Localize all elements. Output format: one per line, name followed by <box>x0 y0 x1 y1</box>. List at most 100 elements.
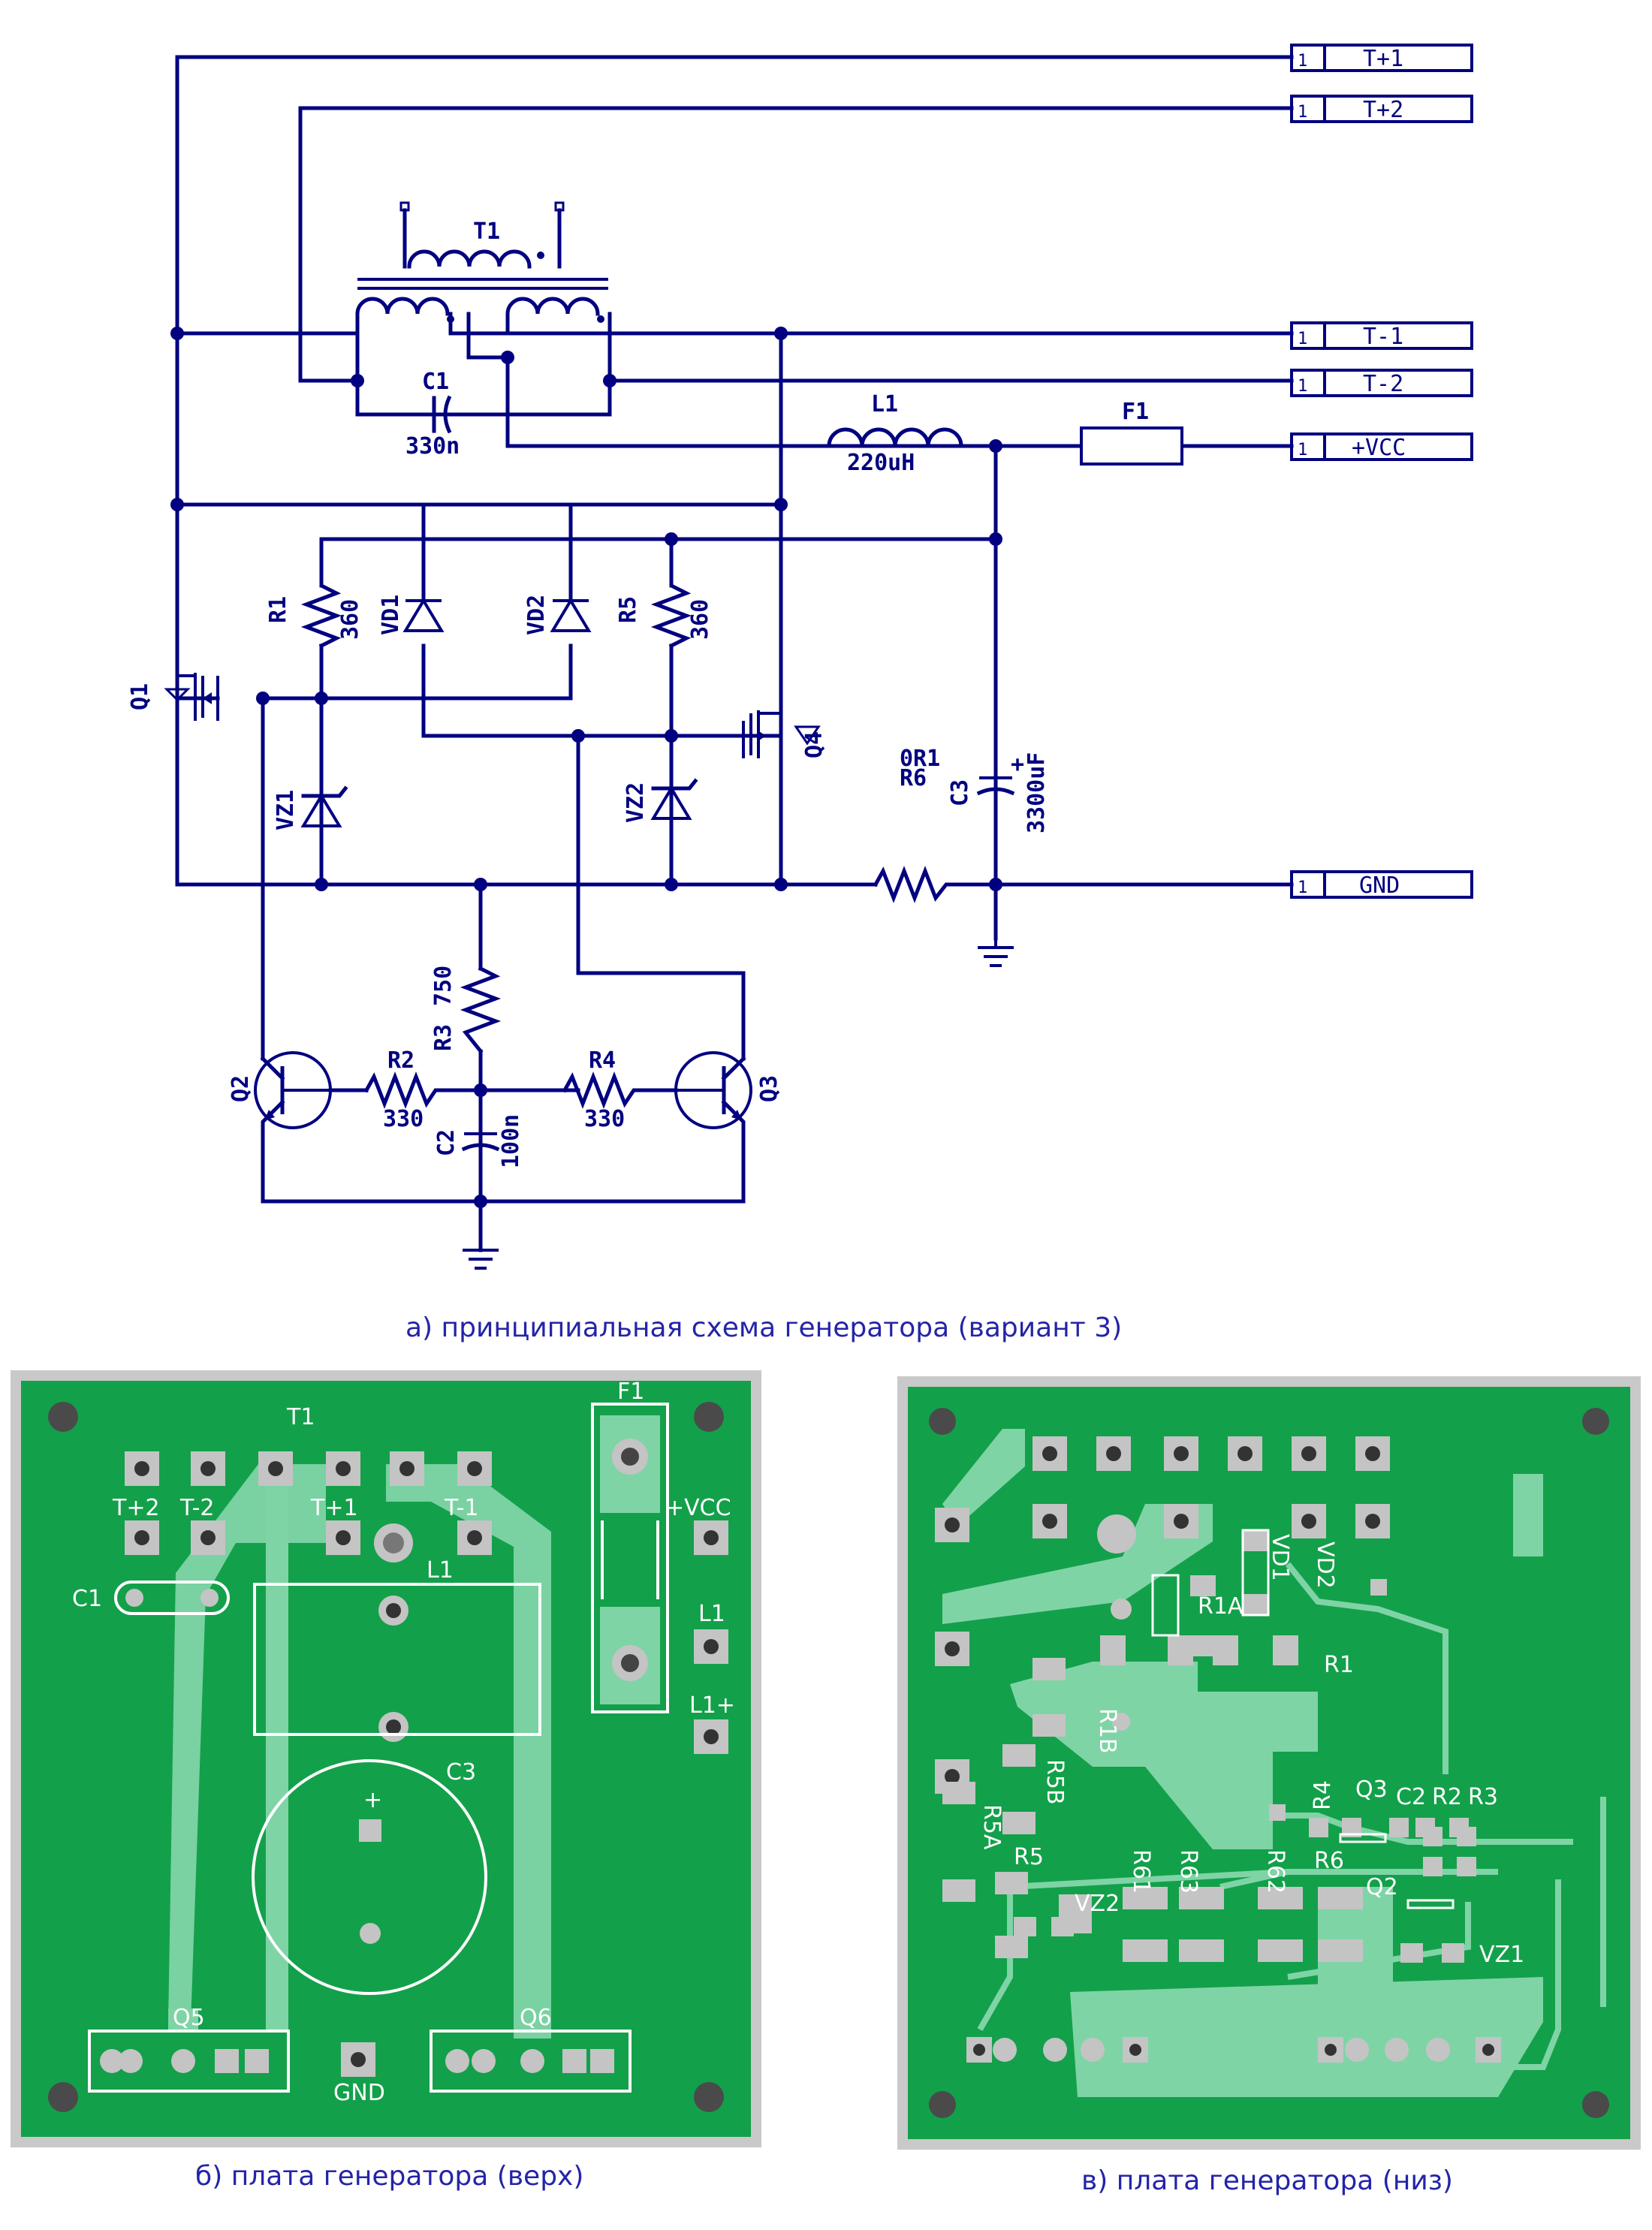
r5-label: R5 <box>1014 1844 1044 1870</box>
l1-ref: L1 <box>871 391 898 417</box>
connector-pin: 1 <box>1298 878 1307 897</box>
vz1-ref: VZ1 <box>273 790 299 830</box>
l1-label: L1 <box>427 1557 454 1584</box>
vcc-label: +VCC <box>665 1495 731 1521</box>
zener-vz1: VZ1 <box>273 785 348 830</box>
connector-net-label: +VCC <box>1352 435 1406 461</box>
c3-footprint <box>252 1759 487 1995</box>
r4-value: 330 <box>584 1106 625 1132</box>
r4-ref: R4 <box>589 1047 616 1074</box>
connector-t-plus-2: 1 T+2 <box>1290 95 1473 123</box>
q5-footprint <box>88 2030 290 2093</box>
r6-label: R6 <box>1314 1848 1344 1874</box>
pcb-bottom-smd-parts <box>942 1529 1476 1963</box>
fuse-f1: F1 <box>1080 399 1183 466</box>
q6-label: Q6 <box>520 2005 552 2031</box>
connector-net-label: GND <box>1359 872 1400 899</box>
vd1-label: VD1 <box>1267 1534 1293 1581</box>
r2-ref: R2 <box>387 1047 415 1074</box>
c3-value: 3300uF <box>1023 752 1050 833</box>
c3-ref: C3 <box>947 779 973 806</box>
connector-pin: 1 <box>1298 52 1307 71</box>
r5b-label: R5B <box>1042 1759 1068 1805</box>
resistor-r6: 0R1 R6 <box>873 746 956 903</box>
c2-value: 100n <box>498 1114 524 1168</box>
schematic-junctions <box>170 327 1002 1208</box>
q4-ref: Q4 <box>801 731 828 758</box>
r62-label: R62 <box>1262 1849 1289 1894</box>
capacitor-c3: + C3 3300uF <box>947 734 1050 833</box>
resistor-r5: R5 360 <box>615 537 713 649</box>
pcb-bottom-header-pads <box>966 2037 1501 2063</box>
mounting-holes <box>929 1408 1609 2118</box>
c3-plus-label: + <box>363 1787 382 1813</box>
r61-label: R61 <box>1128 1849 1154 1894</box>
f1-footprint <box>591 1403 669 1713</box>
transistor-q2: Q2 <box>228 1051 332 1159</box>
pcb-top-pads <box>125 1451 728 2077</box>
vd1-ref: VD1 <box>378 595 404 635</box>
vz2-ref: VZ2 <box>623 782 649 823</box>
vz1-label: VZ1 <box>1479 1942 1524 1968</box>
r1-value: 360 <box>337 599 363 640</box>
l1-value: 220uH <box>847 450 915 476</box>
schematic-wires <box>175 55 1294 1252</box>
pcb-top-view: T1 F1 T+2 T-2 T+1 T-1 +VCC C1 L1 L1 L1+ … <box>11 1370 761 2147</box>
q2-ref: Q2 <box>228 1075 254 1102</box>
connector-t-minus-2: 1 T-2 <box>1290 369 1473 397</box>
inductor-l1: L1 220uH <box>505 391 963 476</box>
q6-footprint <box>430 2030 632 2093</box>
r3-ref: R3 <box>430 1024 457 1051</box>
q3-label: Q3 <box>1355 1776 1388 1803</box>
connector-net-label: T+2 <box>1363 97 1403 123</box>
r3-label: R3 <box>1468 1784 1498 1810</box>
connector-net-label: T-2 <box>1363 371 1403 397</box>
r5-value: 360 <box>687 599 713 640</box>
pcb-bottom-caption: в) плата генератора (низ) <box>1081 2165 1453 2196</box>
resistor-r2: R2 330 <box>363 1047 445 1132</box>
mosfet-q4: Q4 <box>742 710 828 758</box>
c1-label: C1 <box>72 1586 102 1612</box>
resistor-r4: R4 330 <box>562 1047 642 1132</box>
vz2-label: VZ2 <box>1075 1891 1120 1917</box>
r1b-label: R1B <box>1094 1708 1120 1754</box>
vd2-ref: VD2 <box>523 595 550 635</box>
zener-vz2: VZ2 <box>623 778 698 823</box>
r5-ref: R5 <box>615 596 641 623</box>
c2-label: C2 <box>1396 1784 1426 1810</box>
r2-label: R2 <box>1432 1784 1462 1810</box>
pcb-bottom-view: R1A R1B R1 VD1 VD2 R5B R5A R5 R61 R63 R6… <box>897 1376 1641 2150</box>
connector-gnd: 1 GND <box>1290 870 1473 899</box>
connector-pin: 1 <box>1298 103 1307 122</box>
diode-vd1: VD1 <box>378 595 445 635</box>
ground-symbol <box>978 939 1014 967</box>
q5-label: Q5 <box>173 2005 205 2031</box>
diode-vd2: VD2 <box>523 595 592 635</box>
connector-net-label: T-1 <box>1363 324 1403 350</box>
ground-symbol <box>463 1249 499 1270</box>
t-plus-2-label: T+2 <box>112 1495 160 1521</box>
t1-label: T1 <box>473 218 500 245</box>
l1-plus-pad-label: L1+ <box>689 1692 735 1719</box>
resistor-r3: R3 750 <box>430 966 502 1054</box>
transformer-t1: T1 <box>355 201 608 336</box>
connector-t-plus-1: 1 T+1 <box>1290 44 1473 72</box>
r4-label: R4 <box>1310 1780 1336 1810</box>
connector-vcc: 1 +VCC <box>1290 432 1473 461</box>
l1-pad-label: L1 <box>698 1601 725 1627</box>
capacitor-c2: C2 100n <box>433 1114 524 1168</box>
c1-value: 330n <box>405 433 460 460</box>
connector-t-minus-1: 1 T-1 <box>1290 321 1473 350</box>
f1-label: F1 <box>617 1379 644 1405</box>
c1-ref: C1 <box>422 369 449 395</box>
t1-label: T1 <box>286 1404 315 1430</box>
r6-ref: R6 <box>900 765 927 791</box>
connector-net-label: T+1 <box>1363 46 1403 72</box>
pcb-bottom-thin-traces <box>977 1562 1606 2070</box>
r1a-label: R1A <box>1198 1593 1244 1620</box>
schematic-diagram: 1 T+1 1 T+2 1 T-1 1 T-2 1 +VCC 1 GND <box>127 44 1473 1270</box>
r6-value: 0R1 <box>900 746 940 772</box>
l1-footprint <box>253 1583 541 1736</box>
resistor-r1: R1 360 <box>265 537 363 649</box>
vd2-label: VD2 <box>1312 1541 1338 1589</box>
